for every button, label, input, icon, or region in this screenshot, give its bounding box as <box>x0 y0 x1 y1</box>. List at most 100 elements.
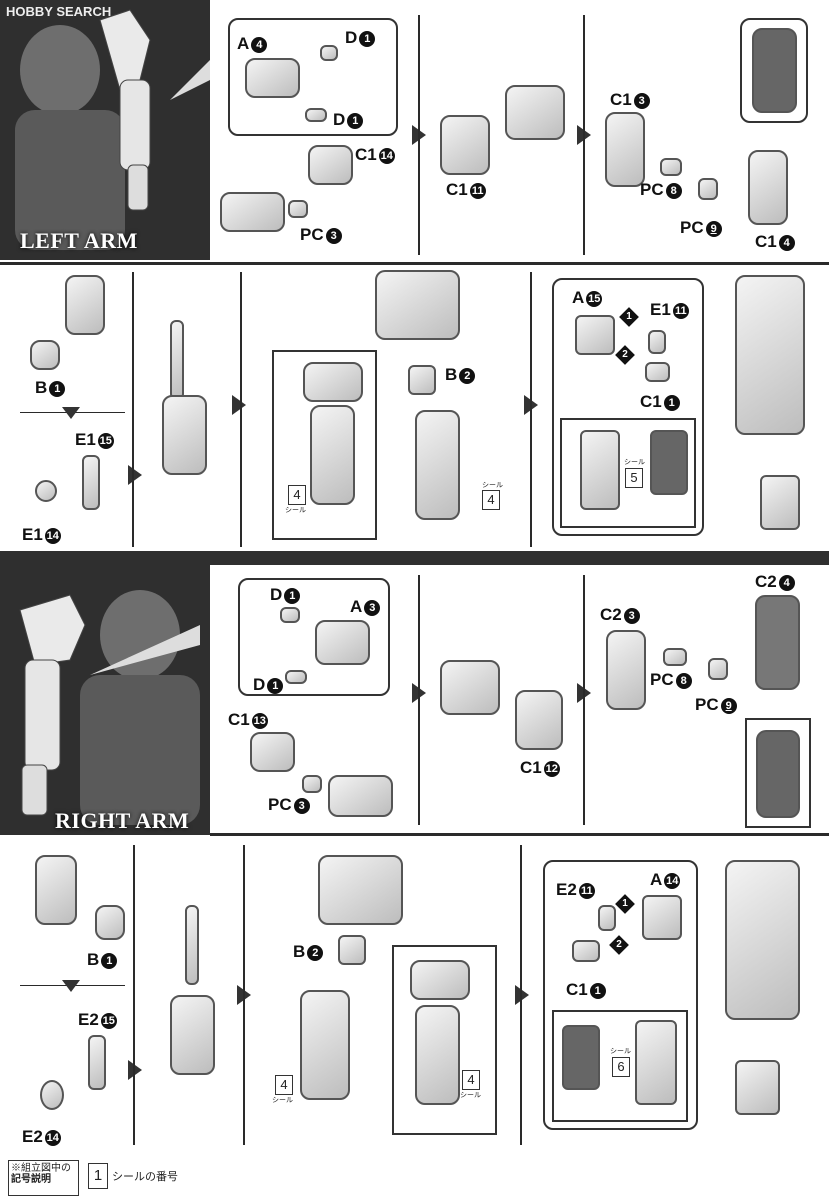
left-part-forearm-assembled <box>415 410 460 520</box>
right-part-elbow <box>410 960 470 1000</box>
left-part-b2 <box>408 365 436 395</box>
hobby-search-logo: HOBBY SEARCH <box>6 4 112 19</box>
right-seal-4b: 4 <box>462 1070 480 1090</box>
left-part-pc8 <box>660 158 682 176</box>
left-part-pc9 <box>698 178 718 200</box>
left-part-pc3 <box>288 200 308 218</box>
left-part-hand <box>575 315 615 355</box>
left-part-c1-14 <box>308 145 353 185</box>
left-part-d1a <box>320 45 338 61</box>
left-part-a4 <box>245 58 300 98</box>
divider <box>133 845 135 1145</box>
divider <box>583 15 585 255</box>
left-part-assembled <box>220 192 285 232</box>
divider <box>132 272 134 547</box>
left-seal-label-a: シール <box>285 507 306 514</box>
order-marker-2-num: 2 <box>616 939 622 950</box>
right-seal-4a: 4 <box>275 1075 293 1095</box>
right-part-detail <box>756 730 800 818</box>
left-hand-front <box>580 430 620 510</box>
substep-arrow <box>62 980 80 992</box>
left-part-forearm-shell <box>162 395 207 475</box>
left-part-c1-1 <box>645 362 670 382</box>
left-part-shoulder <box>375 270 460 340</box>
left-part-detail <box>752 28 797 113</box>
left-part-forearm-seal <box>310 405 355 505</box>
right-arm-title: RIGHT ARM <box>55 808 190 833</box>
robot-left-arm-illustration <box>15 9 210 250</box>
order-marker-1-num: 1 <box>626 311 632 322</box>
right-seal-label-b: シール <box>460 1092 481 1099</box>
seal-number-sample: 1 <box>88 1163 108 1189</box>
left-part-d1b <box>305 108 327 122</box>
order-marker-2-num: 2 <box>622 349 628 360</box>
right-arm-preview: RIGHT ARM <box>0 565 210 835</box>
divider <box>418 575 420 825</box>
right-part-a3 <box>315 620 370 665</box>
divider <box>583 575 585 825</box>
left-seal-5: 5 <box>625 468 643 488</box>
left-part-forearm-b <box>65 275 105 335</box>
right-part-upper-arm <box>440 660 500 715</box>
left-part-b1 <box>30 340 60 370</box>
right-hand-front <box>635 1020 677 1105</box>
left-seal-4b: 4 <box>482 490 500 510</box>
order-marker-1-num: 1 <box>622 898 628 909</box>
right-part-d1b <box>285 670 307 684</box>
right-part-hand <box>642 895 682 940</box>
right-part-forearm-seal <box>415 1005 460 1105</box>
left-part-e1-14 <box>35 480 57 502</box>
left-part-upper-arm <box>505 85 565 140</box>
right-arm-final <box>725 860 800 1020</box>
step-arrow <box>128 465 142 485</box>
right-part-c2-4 <box>755 595 800 690</box>
left-part-c1-3 <box>605 112 645 187</box>
right-part-pc3 <box>302 775 322 793</box>
right-part-pc9 <box>708 658 728 680</box>
right-part-e2-11 <box>598 905 616 931</box>
right-seal-label-a: シール <box>272 1097 293 1104</box>
step-arrow <box>232 395 246 415</box>
right-part-b1 <box>95 905 125 940</box>
section-divider <box>0 262 829 265</box>
right-part-e2-15 <box>88 1035 106 1090</box>
left-part-e1-11 <box>648 330 666 354</box>
section-divider <box>210 833 829 836</box>
left-part-e1-15 <box>82 455 100 510</box>
right-part-c1-1 <box>572 940 600 962</box>
substep-arrow <box>62 407 80 419</box>
right-arm-final-hand <box>735 1060 780 1115</box>
left-part-c1-11 <box>440 115 490 175</box>
arm-section-divider <box>0 551 829 565</box>
right-part-d1a <box>280 607 300 623</box>
right-part-b2 <box>338 935 366 965</box>
seal-number-desc: シールの番号 <box>112 1171 178 1183</box>
right-hand-seal <box>562 1025 600 1090</box>
legend-line1: ※組立図中の <box>11 1163 71 1174</box>
step-arrow <box>128 1060 142 1080</box>
right-part-forearm-shell <box>170 995 215 1075</box>
right-part-pc8 <box>663 648 687 666</box>
